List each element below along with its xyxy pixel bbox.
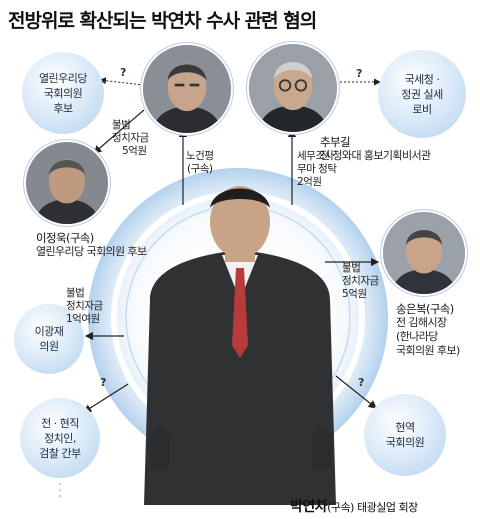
unknown-mark-politicians: ?: [100, 376, 107, 389]
caption-chu-bugil: 추부길 전 청와대 홍보기획비서관: [320, 135, 431, 163]
node-incumbent: 현역 국회의원: [364, 394, 446, 476]
lee-jeongwook-role: 열린우리당 국회의원 후보: [36, 245, 147, 258]
node-politicians-line2: 정치인,: [44, 431, 76, 445]
song-eunbok-role1: 전 김해시장: [396, 316, 447, 329]
caption-lee-jeongwook: 이정욱(구속) 열린우리당 국회의원 후보: [36, 231, 147, 259]
node-tax-lobby-line1: 국세청 ·: [404, 72, 440, 86]
center-name: 박연차: [290, 499, 328, 515]
node-lee-gwangjae: 이광재 의원: [14, 304, 84, 374]
edge-label-chu-line1: 세무조사: [297, 150, 334, 162]
edge-label-lee-gwangjae-line2: 정치자금: [66, 300, 103, 312]
photo-lee-jeongwook: [26, 142, 108, 224]
node-politicians-line1: 전 · 현직: [41, 416, 79, 430]
face-icon: [143, 45, 231, 133]
chu-bugil-name: 추부길: [320, 135, 351, 149]
edge-label-lee-jeongwook-line3: 5억원: [122, 145, 147, 157]
node-yeollin-candidate-line1: 열린우리당: [38, 71, 88, 85]
label-no-geonpyeong-line1: 노건평: [186, 150, 214, 162]
central-figure: [144, 186, 336, 505]
song-eunbok-name: 송은복(구속): [396, 302, 454, 316]
chu-bugil-role: 전 청와대 홍보기획비서관: [320, 149, 431, 162]
lee-jeongwook-name: 이정욱(구속): [36, 231, 94, 245]
arrow-to-lee-jeongwook: [93, 109, 145, 154]
arrow-to-incumbent: [335, 375, 377, 409]
caption-center: 박연차(구속) 태광실업 회장: [290, 496, 418, 516]
photo-no-geonpyeong: [143, 45, 231, 133]
song-eunbok-role2: (한나라당: [396, 330, 438, 343]
page-title: 전방위로 확산되는 박연차 수사 관련 혐의: [8, 10, 317, 32]
edge-label-song-line1: 불법: [342, 262, 361, 274]
unknown-mark-incumbent: ?: [358, 376, 365, 389]
edge-label-song-line3: 5억원: [342, 288, 367, 300]
edge-label-lee-jeongwook-line2: 정치자금: [112, 132, 149, 144]
node-politicians: 전 · 현직 정치인, 검찰 간부: [20, 398, 100, 478]
photo-chu-bugil: [249, 44, 337, 132]
node-lee-gwangjae-line1: 이광재: [34, 325, 64, 338]
edge-label-lee-gwangjae-line1: 불법: [66, 287, 85, 299]
node-tax-lobby-line3: 로비: [412, 102, 432, 116]
edge-label-lee-jeongwook-line1: 불법: [112, 119, 131, 131]
continuation-dots: ···: [57, 477, 63, 505]
unknown-mark-yeollin: ?: [120, 66, 127, 79]
node-yeollin-candidate-line3: 후보: [53, 101, 73, 115]
edge-label-lee-jeongwook: 불법 정치자금 5억원: [112, 119, 149, 158]
edge-label-song-line2: 정치자금: [342, 275, 379, 287]
label-no-geonpyeong-line2: (구속): [186, 163, 213, 175]
edge-label-song-eunbok: 불법 정치자금 5억원: [342, 262, 379, 301]
edge-label-lee-gwangjae: 불법 정치자금 1억여원: [66, 287, 103, 326]
unknown-mark-tax-lobby: ?: [356, 67, 363, 80]
photo-song-eunbok: [383, 212, 465, 294]
face-icon: [383, 212, 465, 294]
song-eunbok-role3: 국회의원 후보): [396, 344, 460, 357]
center-role: 태광실업 회장: [356, 501, 418, 514]
node-tax-lobby: 국세청 · 정권 실세 로비: [378, 50, 466, 138]
edge-label-chu-line2: 무마 청탁: [297, 163, 337, 175]
node-yeollin-candidate: 열린우리당 국회의원 후보: [22, 52, 104, 134]
node-tax-lobby-line2: 정권 실세: [401, 87, 443, 101]
face-icon: [249, 44, 337, 132]
label-no-geonpyeong: 노건평 (구속): [186, 150, 214, 176]
node-incumbent-line2: 국회의원: [385, 436, 425, 449]
arrow-to-politicians: [82, 383, 129, 413]
edge-label-chu-bugil: 세무조사 무마 청탁 2억원: [297, 150, 337, 189]
edge-label-lee-gwangjae-line3: 1억여원: [66, 313, 100, 325]
edge-label-chu-line3: 2억원: [297, 176, 322, 188]
center-status: (구속): [327, 501, 354, 514]
node-politicians-line3: 검찰 간부: [39, 446, 81, 460]
node-incumbent-line1: 현역: [395, 421, 415, 434]
caption-song-eunbok: 송은복(구속) 전 김해시장 (한나라당 국회의원 후보): [396, 302, 460, 358]
face-icon: [26, 142, 108, 224]
node-lee-gwangjae-line2: 의원: [39, 340, 59, 353]
node-yeollin-candidate-line2: 국회의원: [43, 86, 83, 100]
